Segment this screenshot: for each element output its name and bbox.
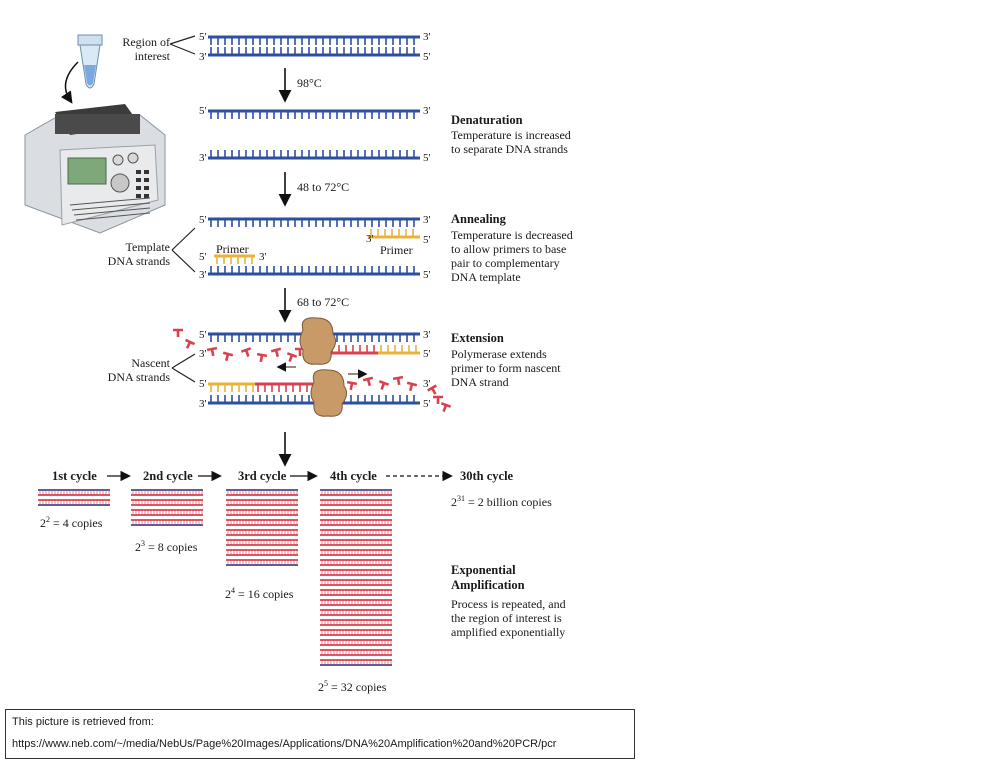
- end-5-primer-l: 5': [199, 251, 207, 263]
- end-3-h: 3': [199, 348, 207, 360]
- end-5-e: 5': [199, 214, 207, 226]
- copies-cycle-3: 24 = 16 copies: [225, 586, 294, 602]
- source-citation-box: This picture is retrieved from: https://…: [5, 709, 635, 759]
- end-5-primer-r: 5': [423, 234, 431, 246]
- primer-right-bases: [370, 229, 414, 237]
- end-3-c: 3': [423, 105, 431, 117]
- free-nucleotide-6: [256, 352, 268, 363]
- end-5-c: 5': [199, 105, 207, 117]
- end-5-f: 5': [423, 269, 431, 281]
- free-nucleotide-5: [240, 347, 252, 358]
- end-5-h: 5': [423, 348, 431, 360]
- end-3-a: 3': [423, 31, 431, 43]
- end-5-b: 5': [423, 51, 431, 63]
- end-5-d: 5': [423, 152, 431, 164]
- free-nucleotide-2: [184, 338, 196, 349]
- roi-top-strand-bases: [210, 37, 415, 45]
- free-nucleotide-1: [173, 328, 183, 337]
- step-amplification-title: Exponential Amplification: [451, 563, 525, 592]
- nascent-label: Nascent DNA strands: [107, 356, 170, 384]
- cycle-label-1: 1st cycle: [52, 469, 97, 483]
- temp-extend: 68 to 72°C: [297, 295, 350, 309]
- copies-cycle-4: 25 = 32 copies: [318, 679, 387, 695]
- free-nucleotide-12: [378, 380, 390, 391]
- end-3-d: 3': [199, 152, 207, 164]
- denatured-top-strand-bases: [210, 111, 415, 119]
- pcr-tube-icon: [77, 34, 103, 89]
- stack-cycle-3-bases: [227, 490, 298, 565]
- free-nucleotide-14: [406, 381, 418, 392]
- end-5-g: 5': [199, 329, 207, 341]
- source-line-1: This picture is retrieved from:: [12, 716, 154, 728]
- end-3-f: 3': [199, 269, 207, 281]
- free-nucleotide-7: [270, 347, 282, 358]
- primer-bottom-annealed-bases: [210, 384, 254, 392]
- end-3-g: 3': [423, 329, 431, 341]
- machine-screen: [67, 157, 107, 185]
- copies-cycle-1: 22 = 4 copies: [40, 515, 103, 531]
- free-nucleotide-10: [346, 380, 358, 391]
- step-amplification-text: Process is repeated, and the region of i…: [451, 597, 566, 639]
- polymerase-bottom-icon: [310, 369, 348, 417]
- step-extension-text: Polymerase extends primer to form nascen…: [451, 347, 561, 389]
- thermocycler-icon: [24, 34, 166, 234]
- roi-bottom-strand-bases: [210, 47, 415, 55]
- end-5-a: 5': [199, 31, 207, 43]
- primer-label-left: Primer: [216, 242, 249, 256]
- step-denaturation-title: Denaturation: [451, 113, 523, 127]
- free-nucleotide-8: [286, 352, 298, 363]
- end-3-b: 3': [199, 51, 207, 63]
- nascent-bracket: [171, 353, 196, 383]
- free-nucleotide-11: [362, 376, 374, 387]
- end-5-i: 5': [199, 378, 207, 390]
- anneal-top-template-bases: [210, 219, 415, 227]
- region-label: Region of interest: [122, 35, 170, 63]
- step-extension-title: Extension: [451, 331, 504, 345]
- step-annealing-text: Temperature is decreased to allow primer…: [451, 228, 573, 284]
- step-annealing-title: Annealing: [451, 212, 506, 226]
- end-3-j: 3': [199, 398, 207, 410]
- free-nucleotide-15: [427, 384, 437, 395]
- primer-left-bases: [216, 256, 253, 264]
- stack-cycle-1-bases: [39, 490, 110, 505]
- free-nucleotide-13: [392, 375, 404, 386]
- end-3-primer-r: 3': [366, 233, 374, 245]
- polymerase-top-icon: [299, 317, 337, 365]
- end-3-i: 3': [423, 378, 431, 390]
- copies-cycle-30: 231 = 2 billion copies: [451, 494, 552, 510]
- stack-cycle-2-bases: [132, 490, 203, 525]
- free-nucleotide-3: [206, 346, 218, 357]
- temp-denature: 98°C: [297, 76, 322, 90]
- cycle-label-4: 4th cycle: [330, 469, 377, 483]
- source-line-2: https://www.neb.com/~/media/NebUs/Page%2…: [12, 738, 557, 750]
- denatured-bottom-strand-bases: [210, 150, 415, 158]
- cycle-label-2: 2nd cycle: [143, 469, 193, 483]
- region-bracket: [169, 35, 196, 55]
- free-nucleotide-4: [222, 351, 234, 362]
- primer-label-right: Primer: [380, 243, 413, 257]
- end-3-e: 3': [423, 214, 431, 226]
- stack-cycle-4-bases: [321, 490, 392, 665]
- cycle-label-3: 3rd cycle: [238, 469, 287, 483]
- template-label: Template DNA strands: [107, 240, 170, 268]
- copies-cycle-2: 23 = 8 copies: [135, 539, 198, 555]
- end-3-primer-l: 3': [259, 251, 267, 263]
- free-nucleotide-17: [433, 395, 443, 404]
- end-5-j: 5': [423, 398, 431, 410]
- free-nucleotide-16: [440, 402, 452, 413]
- step-denaturation-text: Temperature is increased to separate DNA…: [451, 128, 571, 156]
- primer-top-annealed-bases: [380, 345, 417, 353]
- cycle-label-30: 30th cycle: [460, 469, 514, 483]
- template-bracket: [171, 227, 196, 273]
- anneal-bottom-template-bases: [210, 266, 415, 274]
- temp-anneal: 48 to 72°C: [297, 180, 350, 194]
